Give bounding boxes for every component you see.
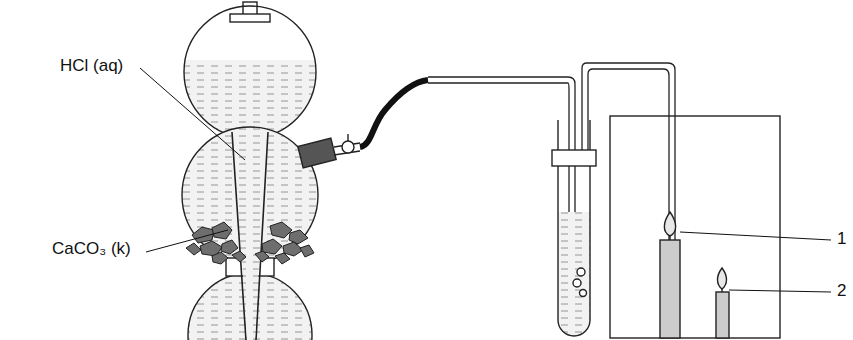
glass-box [610,116,780,338]
calcium-carbonate-pieces [186,222,314,264]
candle [716,292,729,338]
reagent-label: CaCO₃ (k) [52,240,131,259]
reagent-label: HCl (aq) [60,57,123,76]
side-stopper [298,138,336,168]
callout-number: 2 [837,282,846,301]
top-bulb [184,6,316,138]
rubber-hose [360,80,428,147]
leader-line [140,68,831,292]
candle [660,240,680,338]
callout-number: 1 [837,230,846,249]
